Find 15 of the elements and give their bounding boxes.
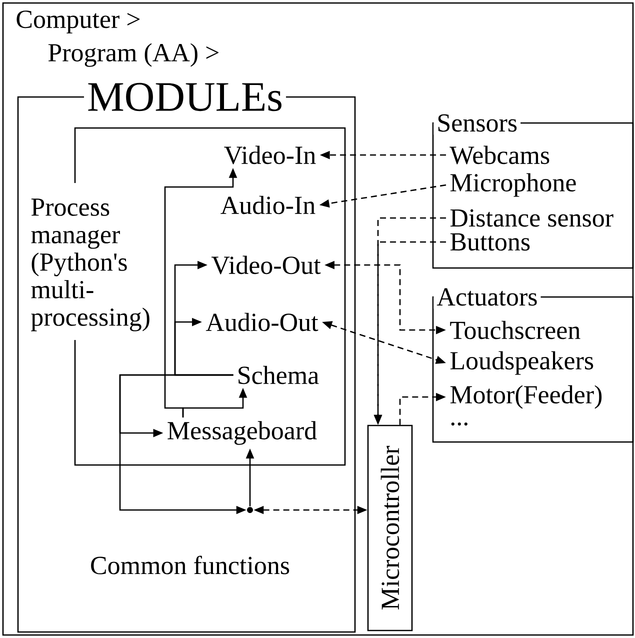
module-label: Video-Out — [211, 256, 321, 274]
sensor-label: Microphone — [450, 173, 576, 197]
actuator-label: Loudspeakers — [450, 351, 594, 375]
sensor-label: Distance sensor — [450, 209, 614, 227]
ellipsis-label: ... — [451, 422, 468, 426]
sensor-label: Webcams — [450, 146, 550, 164]
module-label: Audio-Out — [206, 312, 318, 332]
actuator-label: Motor(Feeder) — [450, 385, 602, 409]
module-label: Audio-In — [220, 196, 316, 214]
module-label: Messageboard — [168, 421, 317, 445]
sensor-label: Buttons — [450, 233, 530, 251]
microcontroller-box: Microcontroller — [367, 424, 413, 632]
module-label: Schema — [238, 366, 319, 384]
module-label: Video-In — [224, 146, 316, 164]
actuator-label: Touchscreen — [450, 320, 580, 340]
